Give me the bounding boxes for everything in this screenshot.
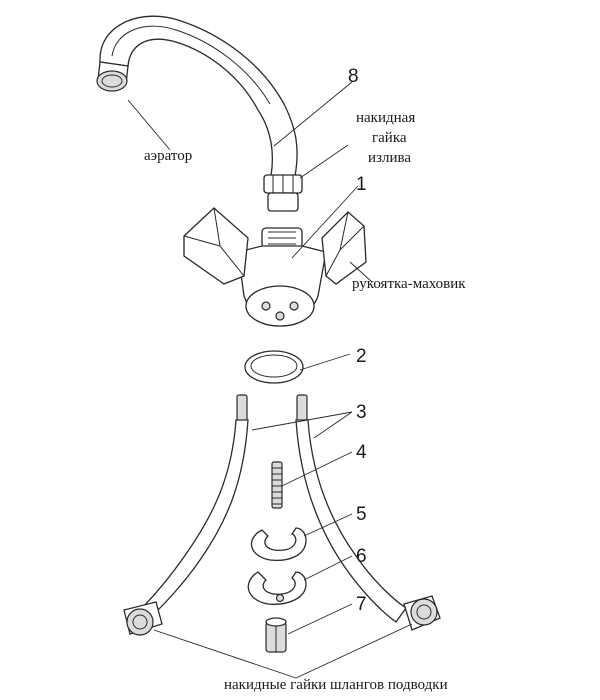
mixer-body <box>237 227 327 327</box>
threaded-stud <box>271 461 283 509</box>
part-number-4: 4 <box>356 442 367 463</box>
label-aerator: аэратор <box>144 148 192 164</box>
label-handle: рукоятка-маховик <box>352 276 466 292</box>
hose-right <box>295 394 441 631</box>
part-number-6: 6 <box>356 546 367 567</box>
handle-right <box>321 211 367 285</box>
hose-left <box>123 394 249 636</box>
spout <box>99 15 298 177</box>
part-number-7: 7 <box>356 594 367 615</box>
handle-left <box>183 207 249 285</box>
part-number-2: 2 <box>356 346 367 367</box>
horseshoe-plate <box>247 571 307 605</box>
part-number-8: 8 <box>348 66 359 87</box>
label-hose-nuts: накидные гайки шлангов подводки <box>224 677 448 693</box>
label-spout-nut-line3: излива <box>368 150 411 166</box>
part-number-3: 3 <box>356 402 367 423</box>
aerator <box>96 61 129 92</box>
part-number-5: 5 <box>356 504 367 525</box>
part-number-1: 1 <box>356 174 367 195</box>
spout-nut <box>263 174 303 212</box>
gasket-ring <box>244 350 304 384</box>
leader-lines <box>127 81 413 679</box>
fixing-nut <box>265 617 287 653</box>
label-spout-nut-line2: гайка <box>372 130 407 146</box>
horseshoe-washer <box>251 527 307 562</box>
label-spout-nut-line1: накидная <box>356 110 415 126</box>
